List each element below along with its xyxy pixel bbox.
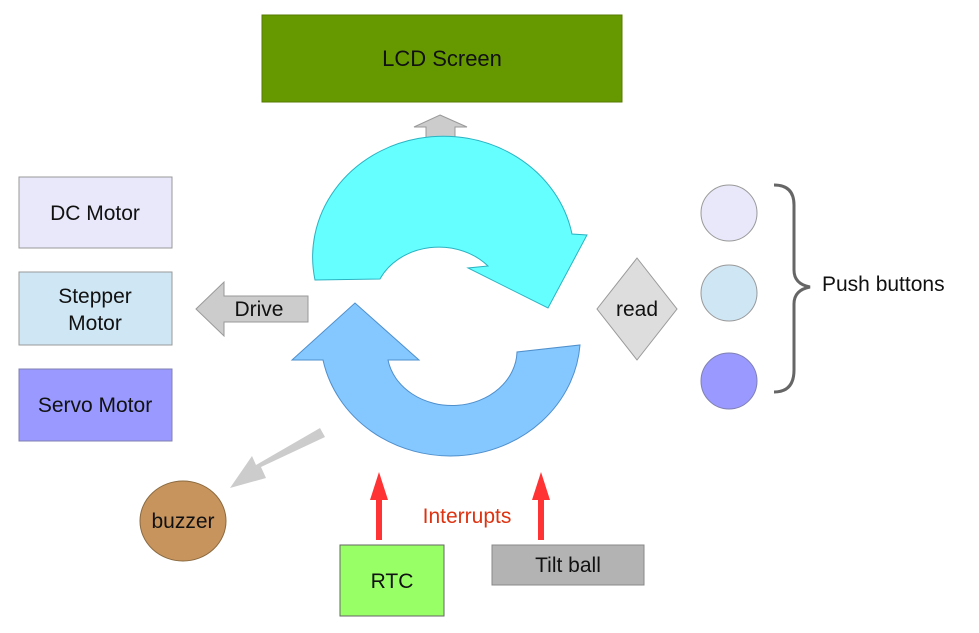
rtc-label: RTC xyxy=(371,570,414,593)
push-button-1 xyxy=(700,184,758,242)
stepper-motor-rect xyxy=(18,271,173,346)
cycle-arrow-bottom xyxy=(290,302,581,457)
tilt-interrupt-arrow-icon xyxy=(532,472,550,540)
tilt-ball-label: Tilt ball xyxy=(535,554,601,577)
interrupts-label: Interrupts xyxy=(423,505,512,528)
stepper-motor-label-line2: Motor xyxy=(68,312,122,335)
stepper-motor-box: Stepper Motor xyxy=(18,271,173,346)
dc-motor-rect xyxy=(18,176,173,249)
rtc-rect xyxy=(339,544,445,617)
rtc-interrupt-arrow-icon xyxy=(370,472,388,540)
brace-icon xyxy=(773,183,811,394)
dc-motor-box: DC Motor xyxy=(18,176,173,249)
lcd-screen-rect xyxy=(261,14,623,103)
read-label: read xyxy=(616,298,658,321)
buzzer-arrow-icon xyxy=(230,428,325,488)
dc-motor-label: DC Motor xyxy=(50,202,140,225)
push-buttons-label: Push buttons xyxy=(822,273,945,296)
lcd-screen-label: LCD Screen xyxy=(382,46,502,71)
stepper-motor-label-line1: Stepper xyxy=(58,285,132,308)
tilt-ball-box: Tilt ball xyxy=(491,544,645,586)
drive-label: Drive xyxy=(234,298,283,321)
push-button-2 xyxy=(700,264,758,322)
read-diamond: read xyxy=(596,257,678,361)
read-diamond-shape xyxy=(596,257,678,361)
rtc-box: RTC xyxy=(339,544,445,617)
push-button-3 xyxy=(700,352,758,410)
drive-arrow-icon xyxy=(195,280,309,338)
buzzer-circle xyxy=(139,480,227,562)
servo-motor-rect xyxy=(18,368,173,442)
lcd-screen-box: LCD Screen xyxy=(261,14,623,103)
cycle-arrow-top xyxy=(312,135,588,309)
buzzer-label: buzzer xyxy=(151,510,214,533)
servo-motor-box: Servo Motor xyxy=(18,368,173,442)
buzzer: buzzer xyxy=(139,480,227,562)
drive-arrow: Drive xyxy=(195,280,309,338)
tilt-ball-rect xyxy=(491,544,645,586)
servo-motor-label: Servo Motor xyxy=(38,394,152,417)
